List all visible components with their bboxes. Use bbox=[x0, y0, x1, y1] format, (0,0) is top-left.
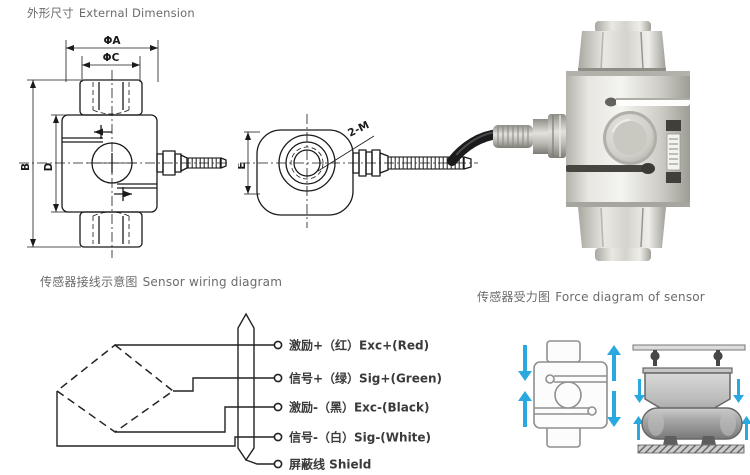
wheatstone-bridge bbox=[55, 344, 175, 433]
wire-label-exc-plus: 激励+（红）Exc+(Red) bbox=[289, 338, 429, 353]
front-cable-gland bbox=[156, 150, 227, 176]
side-body-outline bbox=[256, 129, 354, 216]
dim-phi-c: ΦC bbox=[81, 52, 141, 82]
force-heading-zh: 传感器受力图 bbox=[477, 290, 551, 304]
wires bbox=[56, 344, 274, 465]
wire-label-sig-minus: 信号-（白）Sig-(White) bbox=[289, 430, 431, 445]
sensor-body bbox=[566, 71, 690, 207]
dim-e-label: E bbox=[238, 162, 248, 169]
dim-phi-a: ΦA bbox=[65, 35, 159, 82]
front-body-outline bbox=[61, 79, 158, 248]
tank-legs bbox=[663, 436, 716, 445]
wiring-heading-zh: 传感器接线示意图 bbox=[40, 275, 138, 289]
force-heading: 传感器受力图 Force diagram of sensor bbox=[477, 288, 705, 305]
sensor-cable bbox=[447, 129, 503, 166]
front-s-slots bbox=[62, 125, 157, 201]
external-dimension-heading-en: External Dimension bbox=[78, 6, 195, 20]
dim-b-label: B bbox=[20, 163, 32, 171]
hopper-beam bbox=[632, 344, 746, 351]
terminal-exc-minus bbox=[273, 402, 283, 412]
tank-end-left bbox=[648, 410, 664, 436]
wire-label-exc-minus: 激励-（黑）Exc-(Black) bbox=[289, 400, 429, 415]
force-arrows-icon bbox=[518, 345, 621, 427]
dim-phi-c-label: ΦC bbox=[103, 52, 120, 64]
tank-arrow-left-icon bbox=[633, 416, 644, 440]
side-cable-gland bbox=[352, 149, 472, 177]
force-diagram bbox=[518, 340, 750, 454]
wire-sig-plus bbox=[173, 377, 274, 392]
datum-arrow-right bbox=[114, 187, 132, 201]
cable-shield-shape bbox=[237, 312, 255, 462]
wire-label-shield: 屏蔽线 Shield bbox=[288, 457, 371, 472]
top-cap bbox=[595, 21, 651, 33]
wire-exc-minus bbox=[115, 406, 274, 433]
dim-phi-a-label: ΦA bbox=[103, 35, 121, 47]
hopper-hangers bbox=[650, 350, 723, 366]
arrow-right-up-icon bbox=[607, 345, 621, 381]
wire-shield bbox=[245, 459, 274, 465]
external-dimension-heading-zh: 外形尺寸 bbox=[27, 6, 74, 20]
terminal-exc-plus bbox=[273, 340, 283, 350]
wiring-heading: 传感器接线示意图 Sensor wiring diagram bbox=[40, 273, 282, 290]
front-thread-bottom bbox=[92, 211, 130, 244]
tank-platform-hatch bbox=[638, 445, 744, 453]
external-dimension-heading: 外形尺寸 External Dimension bbox=[27, 5, 195, 21]
lower-s-slot bbox=[566, 163, 655, 174]
side-view-drawing: E 2-M bbox=[238, 114, 478, 228]
terminal-shield bbox=[273, 459, 283, 469]
dim-d-label: D bbox=[43, 162, 55, 171]
hopper-arrow-right-icon bbox=[733, 379, 744, 403]
datum-arrow-left bbox=[94, 125, 112, 139]
arrow-left-down-icon bbox=[518, 345, 532, 381]
force-heading-en: Force diagram of sensor bbox=[555, 290, 705, 304]
arrow-right-down-icon bbox=[607, 391, 621, 427]
terminal-sig-minus bbox=[273, 432, 283, 442]
thread-callout-label: 2-M bbox=[346, 119, 371, 139]
dim-d: D bbox=[43, 114, 75, 213]
tank-body bbox=[641, 407, 743, 440]
tank-arrow-right-icon bbox=[741, 416, 750, 440]
wire-label-sig-plus: 信号+（绿）Sig+(Green) bbox=[289, 371, 442, 386]
tank-application bbox=[633, 407, 750, 454]
side-label-sticker bbox=[666, 120, 681, 183]
terminal-sig-plus bbox=[273, 373, 283, 383]
center-boss bbox=[603, 111, 657, 165]
bottom-cap bbox=[595, 248, 651, 261]
wire-terminals bbox=[273, 340, 283, 469]
front-view-drawing: ΦA ΦC B D bbox=[19, 35, 229, 258]
wiring-diagram: 激励+（红）Exc+(Red) 信号+（绿）Sig+(Green) 激励-（黑）… bbox=[55, 312, 442, 472]
wire-sig-minus bbox=[56, 391, 274, 447]
force-s-cell bbox=[518, 340, 621, 448]
top-hex-nut bbox=[578, 31, 666, 71]
arrow-left-up-icon bbox=[518, 391, 532, 427]
bottom-hex-nut bbox=[578, 207, 666, 248]
dim-b: B bbox=[20, 79, 81, 248]
upper-s-slot bbox=[605, 97, 690, 107]
tank-end-right bbox=[720, 410, 736, 436]
front-thread-top bbox=[92, 82, 130, 115]
wiring-heading-en: Sensor wiring diagram bbox=[142, 275, 283, 289]
sensor-photo bbox=[447, 21, 690, 261]
front-center-bore bbox=[87, 142, 137, 184]
hopper-arrow-left-icon bbox=[634, 379, 645, 403]
cable-gland bbox=[493, 114, 566, 158]
